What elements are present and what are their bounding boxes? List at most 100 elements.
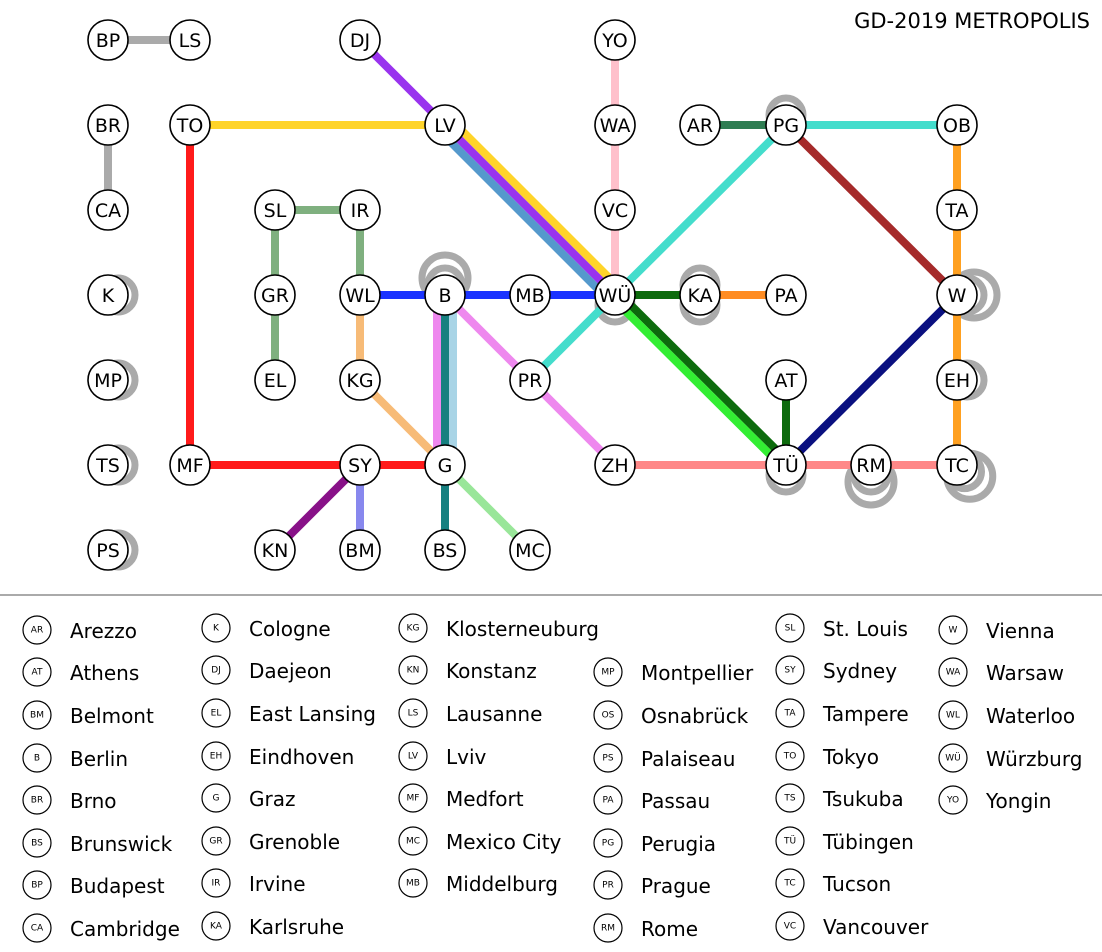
station-label: K [102, 285, 115, 307]
station-at[interactable]: AT [765, 359, 807, 401]
station-circle [594, 274, 636, 316]
station-circle [254, 189, 296, 231]
legend-name: St. Louis [823, 617, 908, 641]
station-el[interactable]: EL [254, 359, 296, 401]
station-ts[interactable]: TS [87, 444, 129, 486]
legend-name: Daejeon [249, 659, 332, 683]
legend-name: Middelburg [446, 872, 558, 896]
station-label: TC [944, 455, 969, 477]
legend-name: East Lansing [249, 702, 376, 726]
legend-name: Budapest [70, 874, 165, 898]
station-kn[interactable]: KN [254, 529, 296, 571]
station-label: ZH [601, 455, 628, 477]
station-wu[interactable]: WÜ [594, 274, 636, 316]
station-bp[interactable]: BP [87, 19, 129, 61]
station-label: BM [345, 540, 374, 562]
station-circle [936, 104, 978, 146]
legend-abbr: BM [30, 711, 44, 721]
station-dj[interactable]: DJ [339, 19, 381, 61]
station-label: SY [348, 455, 372, 477]
station-label: MF [176, 455, 203, 477]
station-tu[interactable]: TÜ [765, 444, 807, 486]
legend-badge [775, 613, 805, 643]
station-mf[interactable]: MF [169, 444, 211, 486]
legend-abbr: MF [407, 794, 420, 804]
legend-badge [22, 785, 52, 815]
station-circle [509, 274, 551, 316]
station-br[interactable]: BR [87, 104, 129, 146]
station-circle [424, 274, 466, 316]
station-ir[interactable]: IR [339, 189, 381, 231]
station-label: TO [176, 115, 204, 137]
station-label: KG [346, 370, 373, 392]
station-label: AR [687, 115, 713, 137]
legend-badge [22, 700, 52, 730]
legend-abbr: AR [31, 626, 43, 636]
legend-badge [938, 700, 968, 730]
station-label: GR [261, 285, 289, 307]
station-eh[interactable]: EH [936, 359, 978, 401]
station-sy[interactable]: SY [339, 444, 381, 486]
station-to[interactable]: TO [169, 104, 211, 146]
station-w[interactable]: W [936, 274, 978, 316]
station-rm[interactable]: RM [850, 444, 892, 486]
station-mp[interactable]: MP [87, 359, 129, 401]
legend-badge [593, 700, 623, 730]
legend-name: Perugia [641, 832, 716, 856]
legend-name: Montpellier [641, 661, 754, 685]
station-ps[interactable]: PS [87, 529, 129, 571]
legend-badge [938, 657, 968, 687]
station-ob[interactable]: OB [936, 104, 978, 146]
legend-name: Waterloo [986, 704, 1075, 728]
station-label: LV [434, 115, 456, 137]
station-bs[interactable]: BS [424, 529, 466, 571]
station-tc[interactable]: TC [936, 444, 978, 486]
station-g[interactable]: G [424, 444, 466, 486]
station-mc[interactable]: MC [509, 529, 551, 571]
station-yo[interactable]: YO [594, 19, 636, 61]
station-zh[interactable]: ZH [594, 444, 636, 486]
station-k[interactable]: K [87, 274, 129, 316]
legend-abbr: KG [407, 624, 420, 634]
station-ka[interactable]: KA [679, 274, 721, 316]
station-mb[interactable]: MB [509, 274, 551, 316]
station-kg[interactable]: KG [339, 359, 381, 401]
station-circle [87, 104, 129, 146]
legend-badge [398, 783, 428, 813]
station-pr[interactable]: PR [509, 359, 551, 401]
station-circle [594, 104, 636, 146]
legend-abbr: LS [408, 709, 419, 719]
connection-pg-wu [612, 122, 789, 298]
station-circle [509, 359, 551, 401]
station-label: CA [95, 200, 121, 222]
legend-abbr: G [213, 794, 220, 804]
station-ca[interactable]: CA [87, 189, 129, 231]
station-vc[interactable]: VC [594, 189, 636, 231]
self-loop-layer [97, 94, 1001, 571]
legend-abbr: YO [946, 796, 959, 806]
station-pg[interactable]: PG [765, 104, 807, 146]
legend-item-belmont: BM Belmont [22, 700, 154, 730]
station-b[interactable]: B [424, 274, 466, 316]
legend-name: Belmont [70, 704, 154, 728]
station-ar[interactable]: AR [679, 104, 721, 146]
station-bm[interactable]: BM [339, 529, 381, 571]
station-pa[interactable]: PA [765, 274, 807, 316]
station-gr[interactable]: GR [254, 274, 296, 316]
station-label: PS [96, 540, 120, 562]
station-wa[interactable]: WA [594, 104, 636, 146]
station-ls[interactable]: LS [169, 19, 211, 61]
station-ta[interactable]: TA [936, 189, 978, 231]
station-lv[interactable]: LV [424, 104, 466, 146]
station-wl[interactable]: WL [339, 274, 381, 316]
station-sl[interactable]: SL [254, 189, 296, 231]
